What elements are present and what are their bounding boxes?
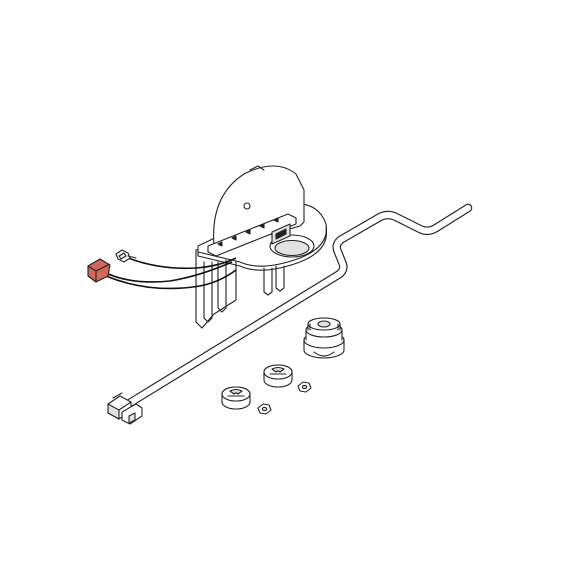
- clip-left: [221, 386, 251, 410]
- clip-right: [263, 364, 293, 388]
- spade-terminal: [115, 249, 137, 263]
- rod-coupler: [107, 392, 143, 425]
- v-pulley: [303, 317, 345, 359]
- insulated-terminal: [87, 258, 111, 283]
- nut-left: [257, 403, 272, 415]
- crank-rod: [115, 203, 473, 414]
- wire-harness: [103, 257, 237, 290]
- nut-right: [297, 381, 312, 393]
- mounting-bracket: [195, 165, 328, 329]
